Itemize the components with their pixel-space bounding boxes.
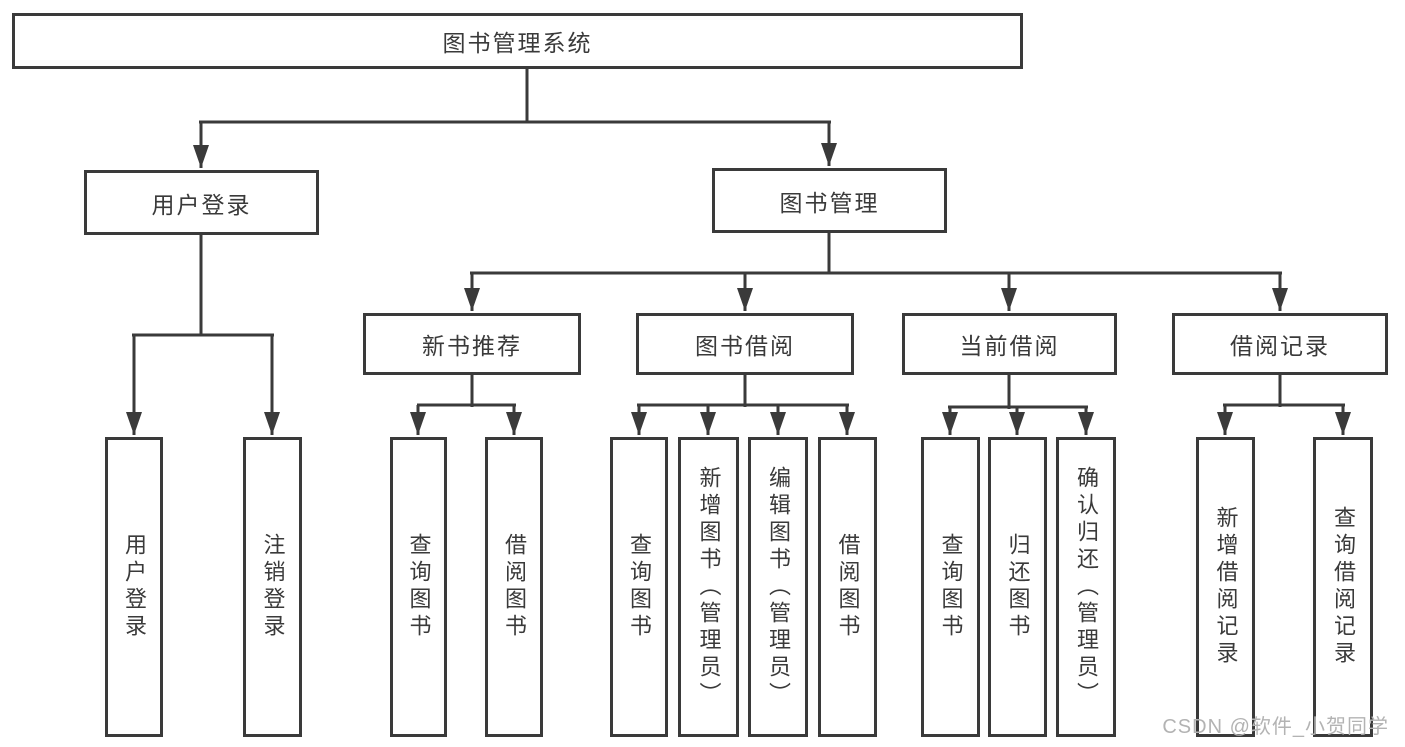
node-current-borrow-label: 当前借阅 [959,333,1060,359]
leaf-query-books-borrow: 查询图书 [610,437,668,737]
leaf-add-book-admin-label: 新增图书（管理员） [696,465,722,709]
leaf-add-book-admin: 新增图书（管理员） [678,437,739,737]
leaf-return-books: 归还图书 [988,437,1047,737]
leaf-query-books-rec: 查询图书 [390,437,447,737]
leaf-borrow-books-rec: 借阅图书 [485,437,543,737]
leaf-query-books-rec-label: 查询图书 [406,533,432,641]
node-borrow-records: 借阅记录 [1172,313,1388,375]
leaf-confirm-return-admin-label: 确认归还（管理员） [1074,465,1099,709]
csdn-watermark: CSDN @软件_小贺同学 [1162,716,1389,738]
leaf-query-books-borrow-label: 查询图书 [627,533,652,641]
node-root-label: 图书管理系统 [442,30,593,56]
node-book-mgmt: 图书管理 [712,168,947,233]
node-book-mgmt-label: 图书管理 [779,189,880,216]
node-root: 图书管理系统 [12,13,1023,69]
leaf-confirm-return-admin: 确认归还（管理员） [1056,437,1116,737]
leaf-edit-book-admin-label: 编辑图书（管理员） [766,465,791,709]
node-borrow-records-label: 借阅记录 [1230,333,1330,359]
leaf-logout: 注销登录 [243,437,302,737]
leaf-add-borrow-record: 新增借阅记录 [1196,437,1255,737]
leaf-logout-label: 注销登录 [260,533,286,641]
leaf-user-login: 用户登录 [105,437,163,737]
node-new-book-rec-label: 新书推荐 [422,333,522,359]
leaf-borrow-books: 借阅图书 [818,437,877,737]
leaf-query-borrow-record-label: 查询借阅记录 [1331,506,1356,668]
leaf-query-borrow-record: 查询借阅记录 [1313,437,1373,737]
node-current-borrow: 当前借阅 [902,313,1117,375]
node-new-book-rec: 新书推荐 [363,313,581,375]
leaf-query-books-current-label: 查询图书 [938,533,964,641]
node-book-borrow-label: 图书借阅 [695,333,795,359]
node-user-login: 用户登录 [84,170,319,235]
node-user-login-label: 用户登录 [151,191,252,218]
leaf-user-login-label: 用户登录 [122,533,147,641]
leaf-borrow-books-rec-label: 借阅图书 [502,533,527,641]
leaf-borrow-books-label: 借阅图书 [835,533,861,641]
leaf-query-books-current: 查询图书 [921,437,980,737]
leaf-edit-book-admin: 编辑图书（管理员） [748,437,808,737]
node-book-borrow: 图书借阅 [636,313,854,375]
leaf-return-books-label: 归还图书 [1005,533,1031,641]
leaf-add-borrow-record-label: 新增借阅记录 [1213,506,1239,668]
